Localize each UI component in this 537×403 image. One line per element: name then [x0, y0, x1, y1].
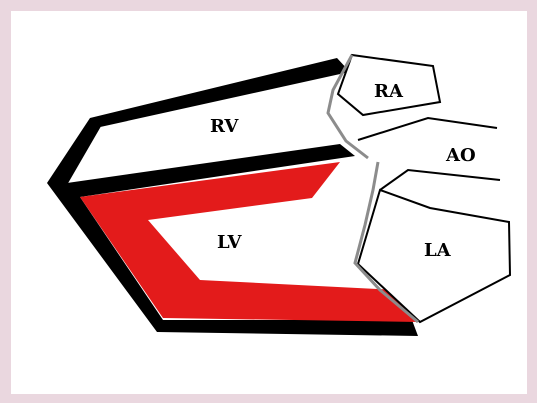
diagram-panel: RV RA AO LV LA: [11, 11, 527, 394]
lv-label: LV: [217, 232, 243, 253]
heart-diagram: RV RA AO LV LA: [47, 53, 512, 336]
tricuspid-valve-line: [326, 54, 369, 160]
aorta-lower: [379, 168, 501, 191]
mitral-valve-line: [353, 161, 419, 324]
ra-label: RA: [374, 81, 404, 102]
la-chamber: [356, 188, 512, 324]
la-label: LA: [424, 240, 452, 261]
ra-chamber: [336, 53, 442, 117]
aorta-upper: [357, 116, 498, 141]
rv-label: RV: [210, 116, 239, 137]
lv-wall: [80, 162, 418, 322]
rv-outline: [66, 70, 350, 184]
ao-label: AO: [445, 145, 476, 166]
